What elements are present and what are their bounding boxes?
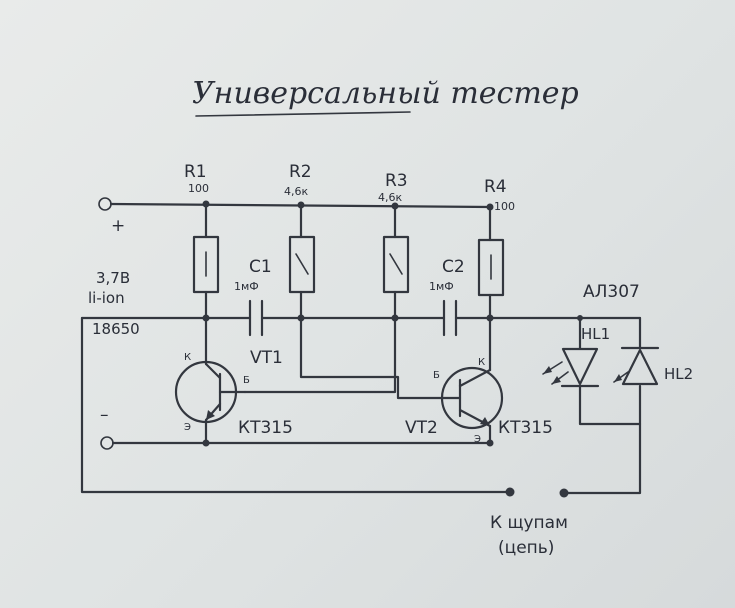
probes-label: К щупам xyxy=(490,513,568,533)
r4-value: 100 xyxy=(494,200,515,213)
vt2-type: КТ315 xyxy=(498,418,553,438)
title-underline xyxy=(195,111,411,117)
vt1-label: VT1 xyxy=(250,348,283,368)
diagram-title: Универсальный тестер xyxy=(192,76,579,111)
probe-wire xyxy=(562,422,642,495)
hl2-label: HL2 xyxy=(664,365,693,383)
minus-sign: – xyxy=(100,405,109,425)
c1-label: C1 xyxy=(249,257,272,277)
r1-label: R1 xyxy=(184,162,207,182)
junction-dot xyxy=(486,439,494,447)
base-link-vt2 xyxy=(299,316,444,400)
vt1-pin-b: Б xyxy=(243,375,250,386)
battery-size: 18650 xyxy=(92,320,140,338)
led-hl1: HL1 xyxy=(542,325,610,388)
vt2-pin-c: К xyxy=(478,357,485,368)
vt1-type: КТ315 xyxy=(238,418,293,438)
resistor-r4: R4 100 xyxy=(477,177,515,320)
base-link-vt1 xyxy=(243,316,397,394)
capacitor-c1: C1 1мФ xyxy=(234,257,272,337)
junction-dot xyxy=(577,315,583,321)
vt1-pin-e: Э xyxy=(184,422,191,433)
r4-label: R4 xyxy=(484,177,507,197)
r2-label: R2 xyxy=(289,162,312,182)
return-wire xyxy=(80,316,512,494)
c2-label: C2 xyxy=(442,257,465,277)
r3-label: R3 xyxy=(385,171,408,191)
r2-value: 4,6к xyxy=(284,185,308,198)
capacitor-c2: C2 1мФ xyxy=(429,257,465,337)
vt2-label: VT2 xyxy=(405,418,438,438)
vt1-pin-c: К xyxy=(184,352,191,363)
vt2-pin-e: Э xyxy=(474,434,481,445)
probe-terminal-1[interactable] xyxy=(505,487,515,497)
resistor-r3: R3 4,6к xyxy=(378,171,410,320)
resistor-r1: R1 100 xyxy=(184,162,220,320)
vt2-pin-b: Б xyxy=(433,370,440,381)
transistor-vt2: VT2 КТ315 К Б Э xyxy=(405,316,553,445)
resistor-r2: R2 4,6к xyxy=(284,162,316,320)
c2-value: 1мФ xyxy=(429,280,454,293)
battery-voltage: 3,7В xyxy=(96,269,130,287)
negative-terminal: – xyxy=(100,405,114,450)
battery-type: li-ion xyxy=(88,289,125,307)
led-type-label: АЛ307 xyxy=(583,282,640,302)
hl1-label: HL1 xyxy=(581,325,610,343)
probes-circuit-label: (цепь) xyxy=(498,538,554,558)
c1-value: 1мФ xyxy=(234,280,259,293)
r3-value: 4,6к xyxy=(378,191,402,204)
plus-sign: + xyxy=(111,216,125,236)
led-branch-wire xyxy=(578,316,642,426)
junction-dot xyxy=(202,439,210,447)
led-hl2: HL2 xyxy=(613,346,693,386)
probe-terminal-2[interactable] xyxy=(559,488,569,498)
transistor-vt1: VT1 КТ315 К Б Э xyxy=(174,316,293,445)
r1-value: 100 xyxy=(188,182,209,195)
